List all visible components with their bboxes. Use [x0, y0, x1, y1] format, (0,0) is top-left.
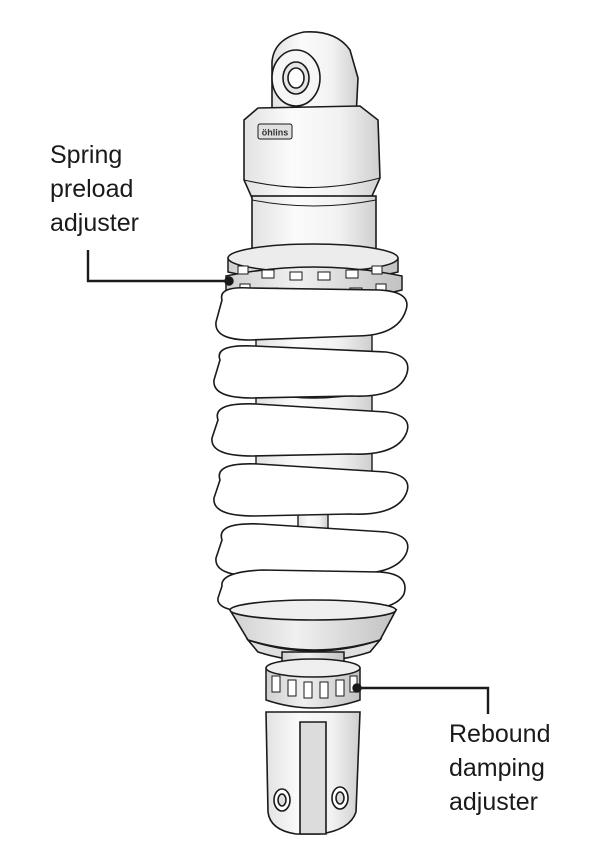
svg-text:öhlins: öhlins — [262, 128, 289, 138]
label-line: Spring — [50, 141, 123, 169]
label-line: Rebound — [449, 720, 551, 748]
label-line: damping — [449, 754, 545, 782]
label-line: preload — [50, 175, 134, 203]
damper-cap: öhlins — [243, 105, 381, 199]
label-line: adjuster — [50, 209, 139, 237]
spring-preload-adjuster-label: Spring preload adjuster — [50, 138, 139, 240]
top-eye-mount — [271, 31, 359, 121]
coil-spring — [211, 286, 409, 613]
preload-leader-line — [86, 250, 234, 286]
rebound-leader-line — [352, 683, 490, 714]
bottom-clevis-mount — [265, 711, 361, 835]
label-line: adjuster — [449, 788, 538, 816]
lower-spring-seat — [228, 599, 398, 662]
rebound-adjuster-knob — [265, 651, 361, 709]
ohlins-logo: öhlins — [257, 123, 293, 140]
rebound-damping-adjuster-label: Rebound damping adjuster — [449, 717, 550, 819]
preload-adjuster-collar — [225, 243, 403, 302]
